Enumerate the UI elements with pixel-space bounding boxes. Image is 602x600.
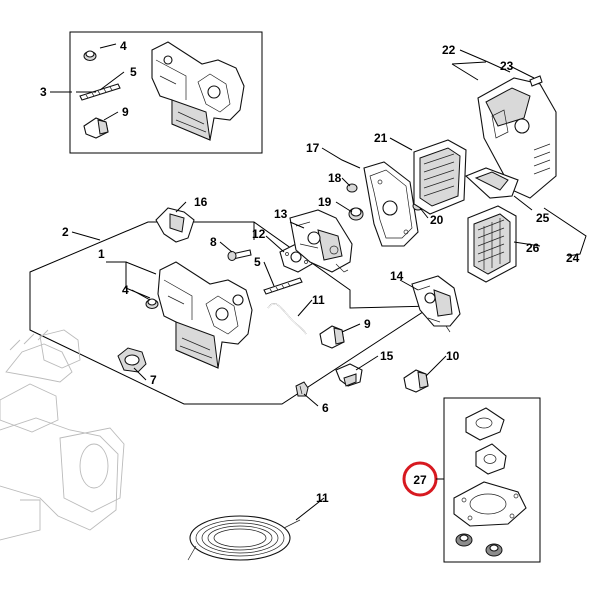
fuel-pump-19 <box>348 207 364 221</box>
inset-box-gasket-set <box>443 397 541 563</box>
filter-26 <box>467 205 517 283</box>
callout-16: 16 <box>194 195 208 209</box>
callout-7: 7 <box>150 373 157 387</box>
callout-18: 18 <box>328 171 342 185</box>
callout-22: 22 <box>442 43 456 57</box>
callout-20: 20 <box>430 213 444 227</box>
callout-labels: 1 2 3 4 4 5 5 6 7 8 9 9 10 11 11 12 13 1… <box>40 39 580 505</box>
fuel-line-coil-11 <box>187 515 301 561</box>
callout-23: 23 <box>500 59 514 73</box>
stud-main-5 <box>263 277 303 295</box>
callout-8: 8 <box>210 235 217 249</box>
primer-15 <box>335 363 363 387</box>
callout-13: 13 <box>274 207 288 221</box>
fitting-6 <box>295 381 309 397</box>
leader-lines <box>71 49 587 521</box>
main-frame <box>29 221 434 405</box>
callout-2: 2 <box>62 225 69 239</box>
callout-17: 17 <box>306 141 320 155</box>
filter-21 <box>413 139 467 215</box>
nut-main-4 <box>145 298 159 309</box>
callout-11a: 11 <box>312 293 325 307</box>
callout-6: 6 <box>322 401 329 415</box>
callout-24: 24 <box>566 251 580 265</box>
callout-14: 14 <box>390 269 404 283</box>
gasket-set-parts <box>453 407 527 557</box>
gasket-plate-17 <box>363 161 419 247</box>
grommet-7 <box>117 347 147 373</box>
callout-3: 3 <box>40 85 47 99</box>
callout-12: 12 <box>252 227 266 241</box>
bracket-16 <box>155 207 195 243</box>
callout-21: 21 <box>374 131 388 145</box>
nut-small-4 <box>83 50 97 61</box>
callout-27: 27 <box>413 473 427 487</box>
cover-22 <box>464 77 557 199</box>
highlight-callout-27: 27 <box>402 461 444 497</box>
callout-11b: 11 <box>316 491 329 505</box>
callout-1: 1 <box>98 247 105 261</box>
callout-26: 26 <box>526 241 540 255</box>
carburetor-14 <box>411 275 461 333</box>
callout-15: 15 <box>380 349 394 363</box>
boot-10 <box>403 369 429 393</box>
callout-5b: 5 <box>254 255 261 269</box>
engine-outline <box>0 329 125 541</box>
callout-10: 10 <box>446 349 460 363</box>
hose-11 <box>267 303 307 335</box>
callout-25: 25 <box>536 211 550 225</box>
intake-housing-small <box>151 41 245 141</box>
callout-9b: 9 <box>364 317 371 331</box>
stud-small-5 <box>79 83 121 101</box>
callout-4b: 4 <box>122 283 129 297</box>
callout-19: 19 <box>318 195 332 209</box>
intake-housing-main <box>157 261 253 369</box>
callout-5a: 5 <box>130 65 137 79</box>
inset-box-top-left <box>69 31 263 154</box>
boot-main-9 <box>319 325 345 349</box>
screw-23 <box>529 75 543 87</box>
boot-small-9 <box>83 117 109 139</box>
callout-9a: 9 <box>122 105 129 119</box>
callout-4a: 4 <box>120 39 127 53</box>
